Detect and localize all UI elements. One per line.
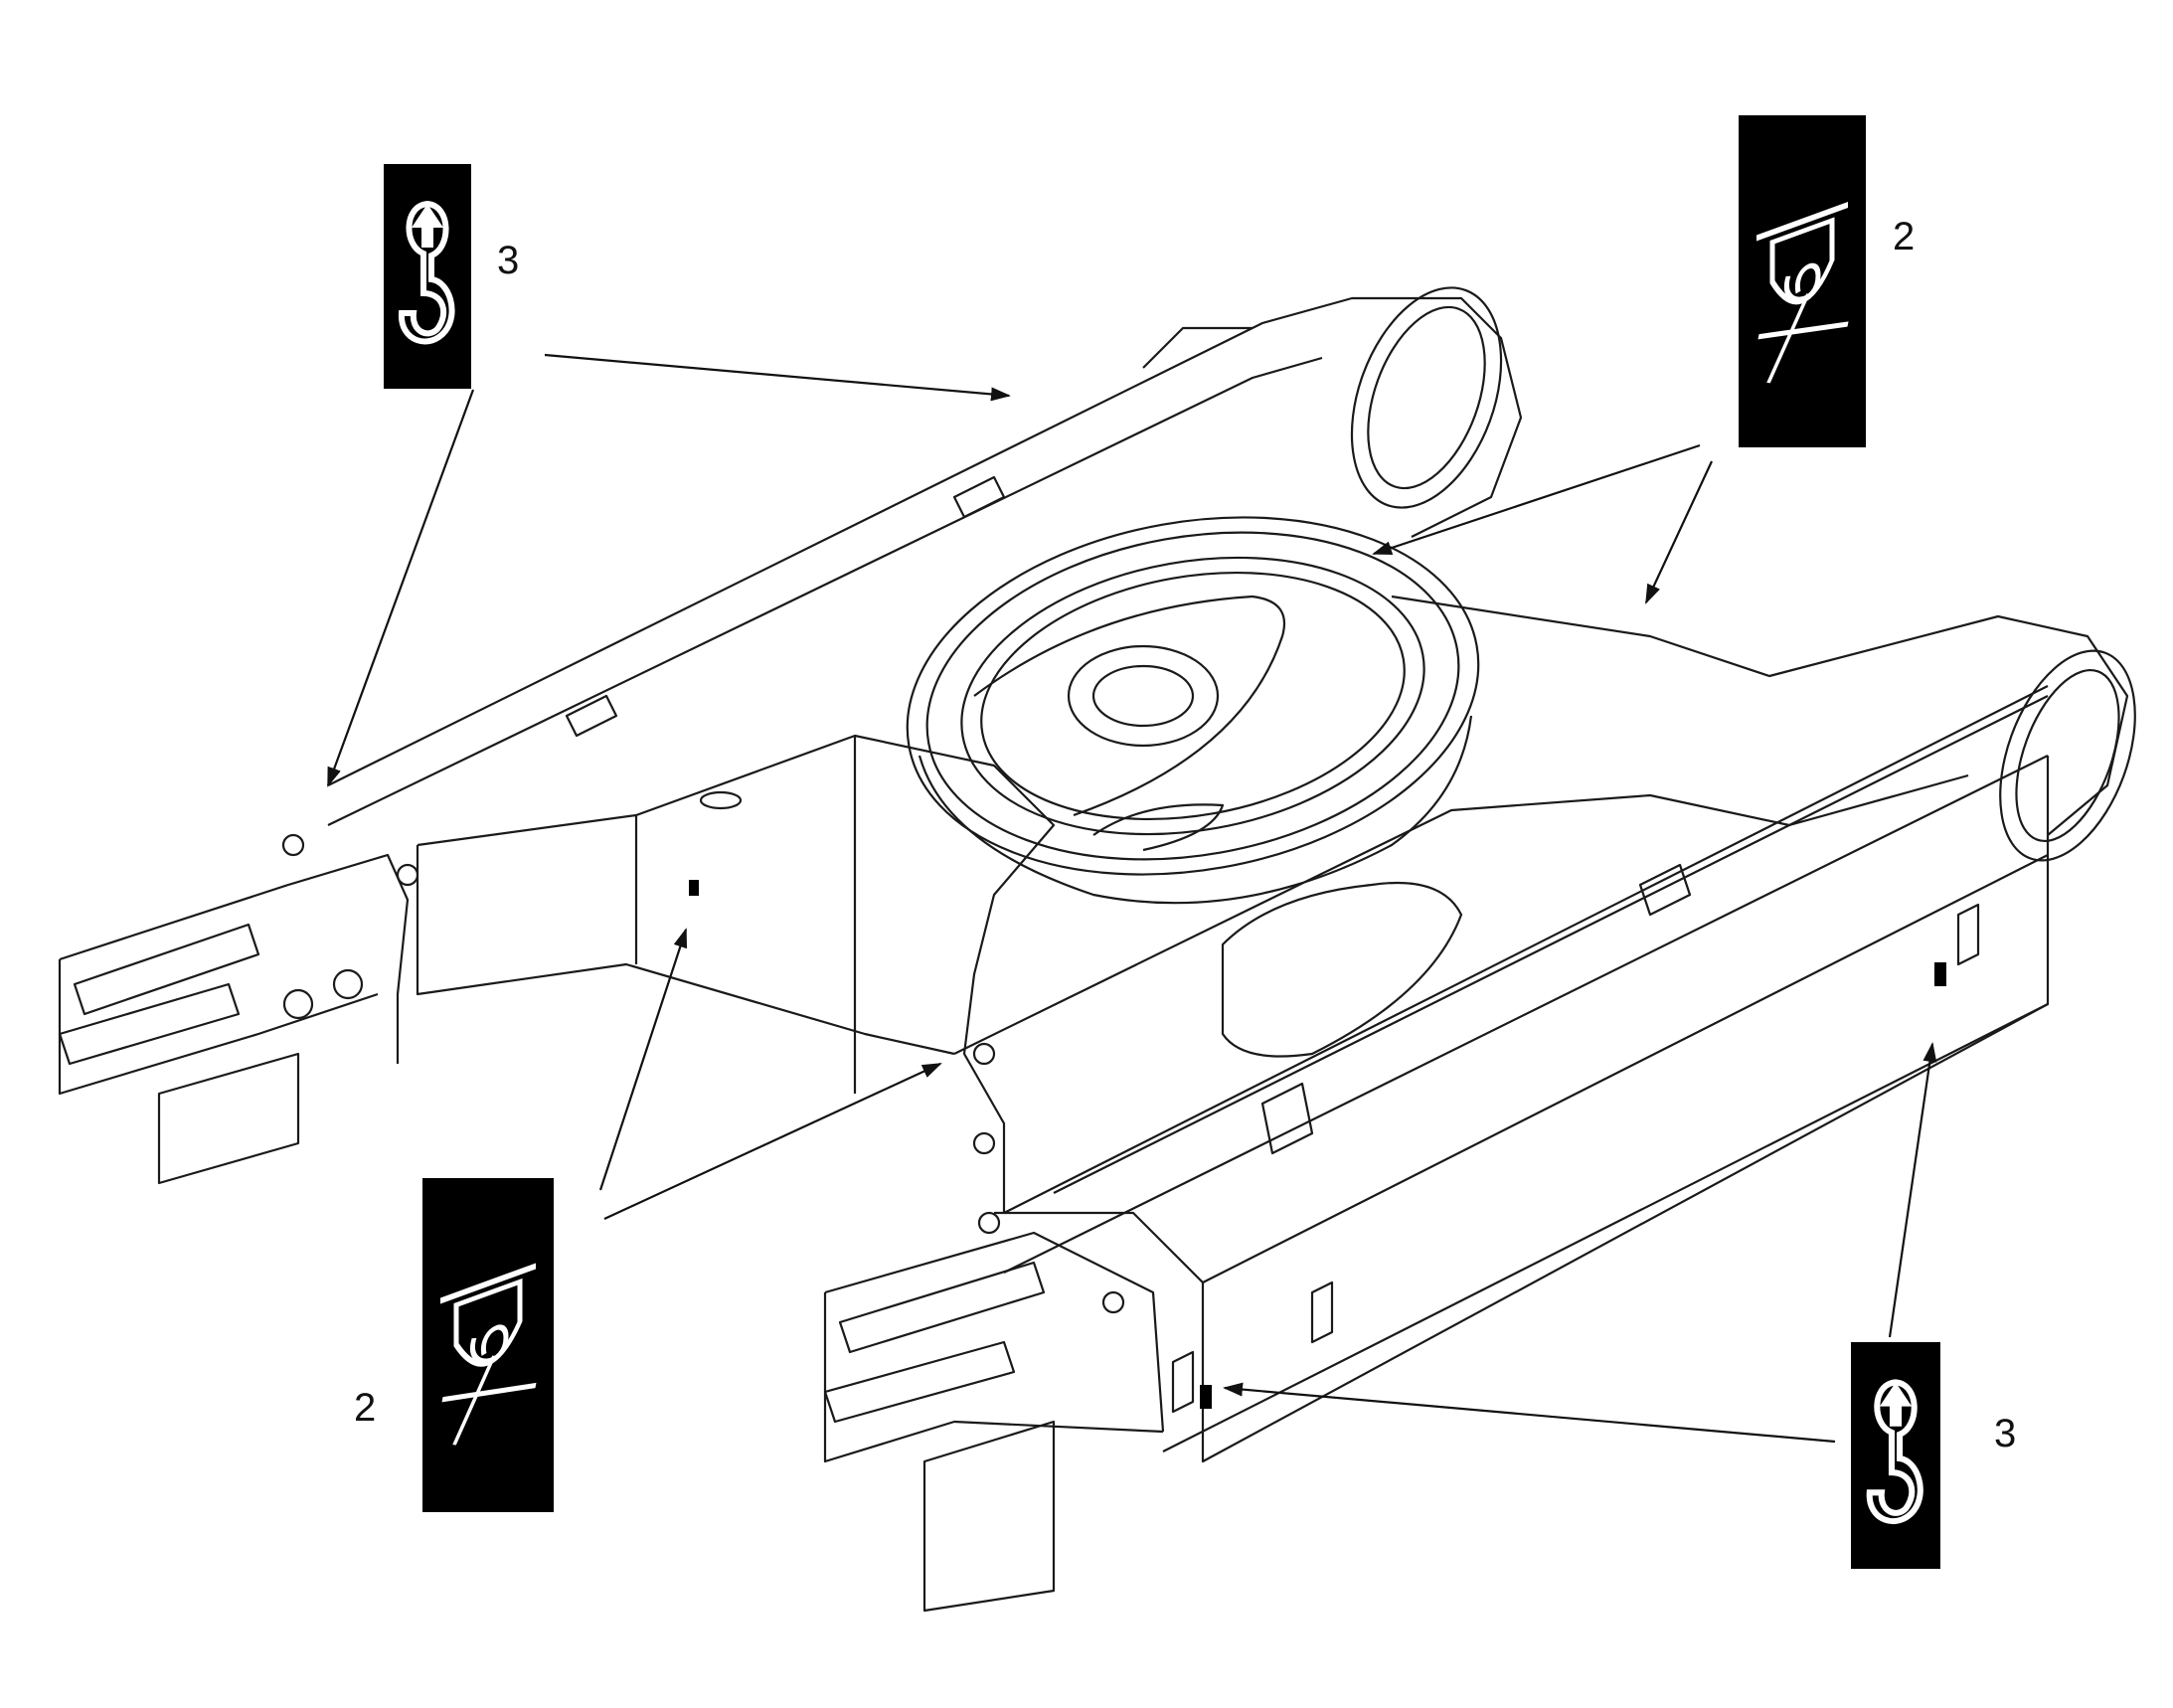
leader-arrow xyxy=(1223,1382,1836,1444)
callout-number: 3 xyxy=(497,239,520,282)
tie-down-decal xyxy=(1739,115,1866,447)
callout-number: 2 xyxy=(354,1386,377,1430)
leader-arrow xyxy=(544,353,1011,402)
decal-location-marker xyxy=(689,880,699,896)
leader-arrow xyxy=(598,928,688,1191)
lifting-point-decal xyxy=(1851,1342,1940,1569)
lifting-hook-icon xyxy=(398,200,455,345)
lifting-hook-icon xyxy=(1866,1379,1923,1524)
leader-arrow xyxy=(603,1063,942,1220)
decal-location-marker xyxy=(1200,1385,1212,1409)
tie-down-decal xyxy=(422,1178,554,1512)
callout-number: 3 xyxy=(1994,1412,2017,1455)
decal-location-marker xyxy=(1934,962,1946,986)
leader-arrows xyxy=(326,353,1937,1444)
callout-number: 2 xyxy=(1893,215,1916,258)
leader-arrow xyxy=(1888,1042,1937,1338)
tie-down-icon xyxy=(1756,201,1849,384)
leader-arrow xyxy=(326,389,475,787)
leader-arrow xyxy=(1645,460,1713,604)
lifting-point-decal xyxy=(384,164,471,389)
leader-arrow xyxy=(1372,443,1701,556)
tie-down-icon xyxy=(440,1263,537,1446)
car-body-frame xyxy=(58,286,2136,1613)
